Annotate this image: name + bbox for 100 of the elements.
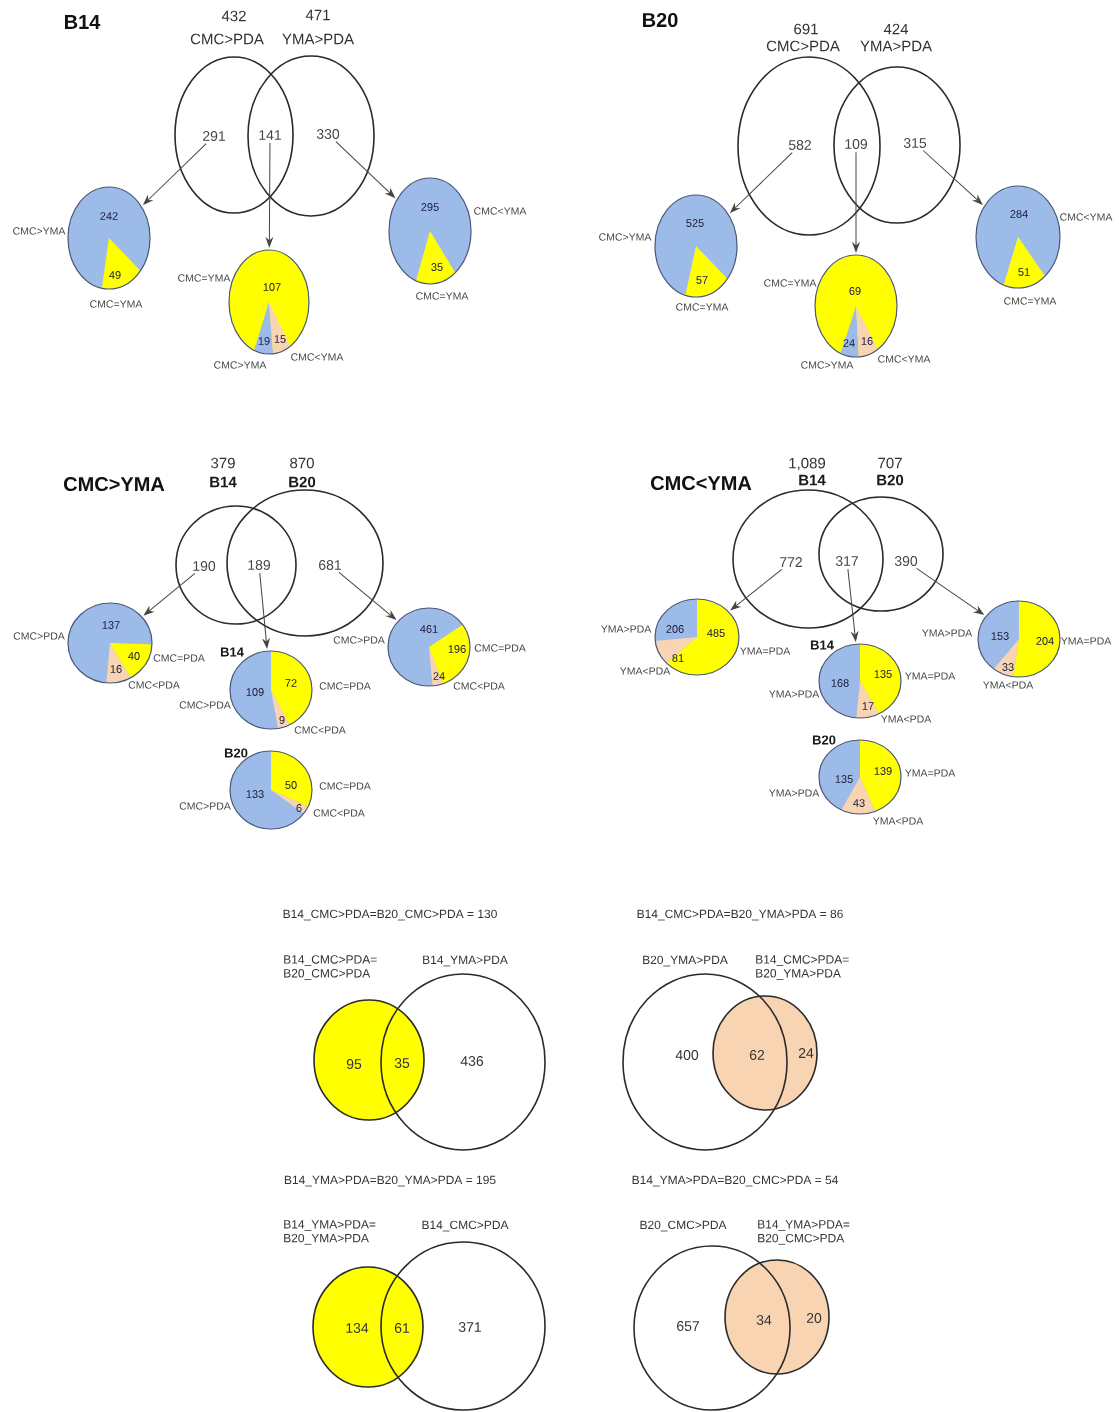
region-count: 330 — [316, 129, 340, 139]
slice-value: 153 — [991, 632, 1009, 640]
slice-label: CMC<YMA — [1060, 213, 1113, 221]
region-count: 189 — [248, 560, 270, 570]
overlap-title: B14_CMC>PDA=B20_CMC>PDA = 130 — [283, 909, 497, 921]
set-label: B14_YMA>PDA= B20_CMC>PDA — [758, 1220, 850, 1245]
region-count: 141 — [259, 130, 281, 140]
slice-label: YMA<PDA — [873, 817, 924, 825]
region-count: 34 — [756, 1315, 772, 1325]
arrow — [143, 143, 207, 205]
slice-label: YMA>PDA — [922, 629, 973, 637]
set-label: B14_CMC>PDA= B20_CMC>PDA — [284, 955, 377, 980]
slice-label: CMC>YMA — [214, 361, 267, 369]
slice-value: 284 — [1010, 210, 1028, 218]
region-count: 400 — [675, 1050, 699, 1060]
slice-value: 51 — [1018, 268, 1030, 276]
region-count: 24 — [798, 1048, 814, 1058]
slice-label: YMA=PDA — [905, 672, 956, 680]
region-count: 772 — [780, 557, 802, 567]
set-label: CMC>PDA — [190, 33, 264, 45]
slice-value: 49 — [109, 271, 121, 279]
region-count: 190 — [193, 561, 216, 571]
arrow — [266, 142, 273, 247]
arrow — [730, 152, 793, 213]
slice-label: YMA>PDA — [769, 690, 820, 698]
set-label: 471 — [305, 9, 330, 21]
slice-value: 196 — [448, 645, 466, 653]
slice-value: 109 — [246, 688, 264, 696]
arrow — [916, 567, 984, 615]
slice-label: CMC>PDA — [333, 636, 385, 644]
slice-label: CMC<PDA — [294, 726, 346, 734]
slice-value: 525 — [686, 219, 704, 227]
panel-title: B20 — [643, 12, 678, 28]
slice-value: 168 — [831, 679, 849, 687]
region-count: 95 — [346, 1059, 362, 1069]
slice-label: YMA=PDA — [740, 647, 791, 655]
slice-value: 15 — [274, 335, 286, 343]
arrow — [730, 568, 783, 611]
region-count: 390 — [894, 556, 918, 566]
slice-value: 107 — [263, 283, 281, 291]
slice-label: CMC>YMA — [599, 233, 652, 241]
slice-label: YMA=PDA — [1061, 637, 1112, 645]
slice-value: 133 — [246, 790, 264, 798]
slice-value: 16 — [110, 665, 122, 673]
slice-value: 40 — [128, 652, 140, 660]
region-count: 582 — [788, 140, 811, 150]
set-label: 870 — [290, 457, 314, 469]
region-count: 315 — [903, 138, 927, 148]
arrow — [852, 151, 860, 252]
slice-value: 461 — [420, 625, 438, 633]
slice-label: CMC>YMA — [13, 227, 66, 235]
slice-label: CMC<YMA — [291, 353, 344, 361]
slice-label: CMC=YMA — [416, 292, 469, 300]
set-label: B20 — [289, 476, 316, 488]
set-label: B14_CMC>PDA — [422, 1220, 509, 1232]
region-count: 317 — [835, 556, 858, 566]
slice-label: CMC=PDA — [153, 654, 205, 662]
arrow — [847, 568, 859, 642]
slice-label: CMC>PDA — [179, 701, 231, 709]
slice-value: 9 — [279, 716, 285, 724]
set-label: B14_YMA>PDA — [423, 955, 508, 967]
slice-value: 204 — [1036, 637, 1054, 645]
set-label: B14 — [210, 476, 237, 488]
slice-value: 50 — [285, 781, 297, 789]
slice-value: 81 — [672, 654, 684, 662]
pie-heading: B14 — [220, 647, 244, 657]
set-label: B20 — [877, 474, 904, 486]
pie-heading: B14 — [810, 640, 834, 650]
arrow — [922, 150, 983, 205]
region-count: 291 — [203, 131, 225, 141]
slice-label: YMA>PDA — [601, 625, 652, 633]
set-label: B20_YMA>PDA — [643, 955, 728, 967]
slice-label: CMC<PDA — [313, 809, 365, 817]
slice-value: 137 — [102, 621, 120, 629]
overlap-title: B14_YMA>PDA=B20_YMA>PDA = 195 — [284, 1175, 496, 1187]
set-label: 691 — [794, 23, 818, 35]
slice-value: 206 — [666, 625, 684, 633]
overlap-title: B14_CMC>PDA=B20_YMA>PDA = 86 — [637, 909, 843, 921]
region-count: 61 — [394, 1323, 410, 1333]
slice-label: CMC<PDA — [453, 682, 505, 690]
region-count: 20 — [806, 1313, 822, 1323]
slice-label: CMC=PDA — [474, 644, 526, 652]
set-label: B20_CMC>PDA — [640, 1220, 727, 1232]
set-label: B14_CMC>PDA= B20_YMA>PDA — [756, 955, 849, 980]
slice-label: CMC=YMA — [178, 274, 231, 282]
slice-value: 16 — [861, 337, 873, 345]
pie-heading: B20 — [224, 748, 248, 758]
region-count: 436 — [460, 1056, 484, 1066]
slice-label: CMC<PDA — [128, 681, 180, 689]
slice-value: 242 — [100, 212, 118, 220]
panel-title: CMC<YMA — [651, 475, 752, 491]
slice-label: CMC>YMA — [801, 361, 854, 369]
panel-title: B14 — [65, 15, 101, 29]
slice-value: 57 — [696, 276, 708, 284]
slice-value: 72 — [285, 679, 297, 687]
slice-label: CMC=YMA — [90, 300, 143, 308]
slice-label: CMC=YMA — [676, 303, 729, 311]
region-count: 62 — [749, 1050, 765, 1060]
set-label: B14_YMA>PDA= B20_YMA>PDA — [284, 1220, 376, 1245]
panel-title: CMC>YMA — [64, 476, 165, 492]
